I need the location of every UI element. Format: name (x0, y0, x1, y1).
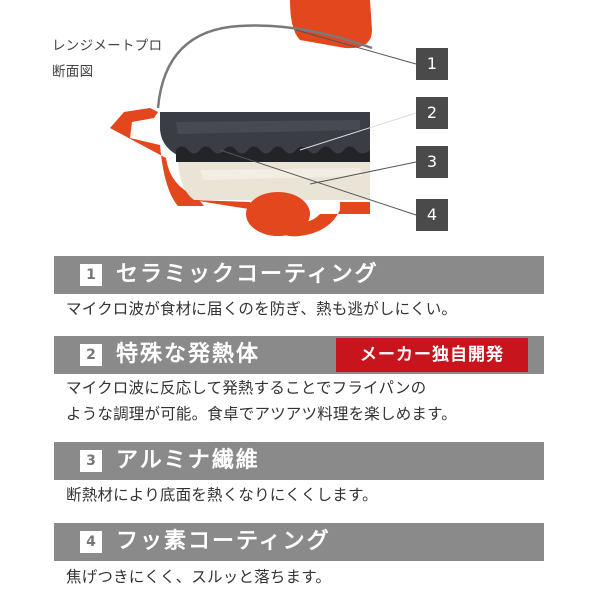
callout-2: 2 (416, 97, 448, 129)
section-3-description: 断熱材により底面を熱くなりにくくします。 (66, 486, 378, 504)
leader-line-2 (299, 112, 417, 151)
section-2-header: 2 特殊な発熱体 メーカー独自開発 (54, 336, 544, 374)
diagram-caption-name: レンジメートプロ (52, 38, 163, 54)
section-4-title: フッ素コーティング (116, 529, 331, 554)
section-3-number: 3 (80, 450, 102, 472)
cross-section-diagram: レンジメートプロ 断面図 1 2 3 4 (0, 0, 600, 250)
section-2-title: 特殊な発熱体 (116, 342, 261, 367)
callout-3: 3 (416, 146, 448, 178)
section-2-description: マイクロ波に反応して発熱することでフライパンの ような調理が可能。食卓でアツアツ… (66, 375, 457, 427)
proprietary-badge: メーカー独自開発 (336, 338, 528, 372)
diagram-caption-label: 断面図 (52, 64, 94, 80)
callout-1: 1 (416, 48, 448, 80)
section-4-header: 4 フッ素コーティング (54, 523, 544, 561)
coating-strip (176, 146, 370, 162)
callout-4: 4 (416, 199, 448, 231)
section-3-header: 3 アルミナ繊維 (54, 442, 544, 480)
lid-dome (156, 24, 373, 109)
section-4-number: 4 (80, 531, 102, 553)
section-3-title: アルミナ繊維 (116, 448, 260, 473)
leader-line-1 (295, 29, 417, 65)
section-4-description: 焦げつきにくく、スルッと落ちます。 (66, 568, 332, 586)
section-1-number: 1 (80, 264, 102, 286)
section-2-number: 2 (80, 344, 102, 366)
section-1-header: 1 セラミックコーティング (54, 256, 544, 294)
section-1-description: マイクロ波が食材に届くのを防ぎ、熱も逃がしにくい。 (66, 300, 458, 318)
section-2-description-line-2: ような調理が可能。食卓でアツアツ料理を楽しめます。 (66, 405, 457, 423)
leader-line-4 (219, 149, 417, 216)
section-1-title: セラミックコーティング (116, 262, 379, 287)
leader-line-3 (309, 161, 417, 185)
section-2-description-line-1: マイクロ波に反応して発熱することでフライパンの (66, 379, 427, 397)
cross-section-illustration (110, 0, 417, 237)
lid-handle (290, 0, 372, 49)
heater-layer (160, 112, 370, 158)
